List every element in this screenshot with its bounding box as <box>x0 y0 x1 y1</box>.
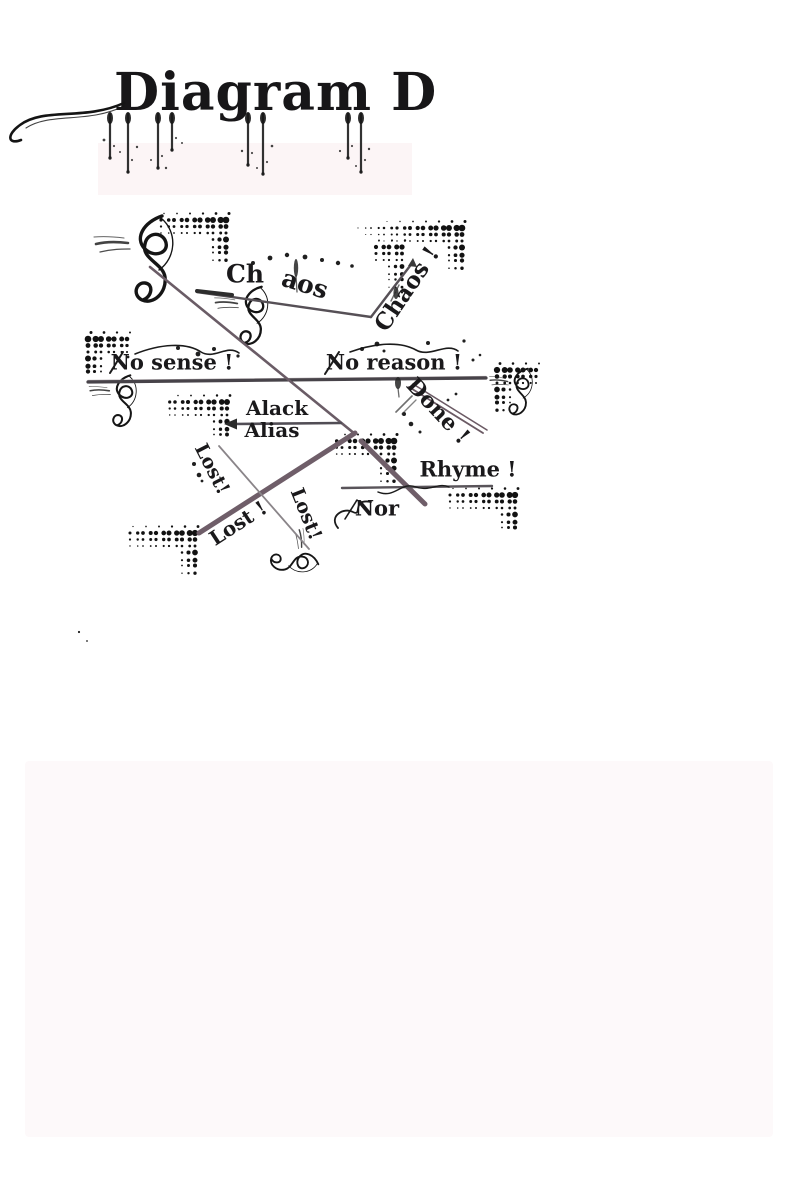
label-no-reason: No reason ! <box>325 349 463 375</box>
ink-blots <box>293 259 417 415</box>
label-alack: Alack <box>245 396 309 420</box>
arrowhead-icon <box>408 258 417 267</box>
arrowhead-icon <box>224 418 237 430</box>
halftone-corner-icon <box>159 212 231 262</box>
page-title: Diagram D <box>114 62 438 123</box>
flourish-swirl-icon <box>489 367 533 416</box>
label-ch: Ch <box>225 259 265 289</box>
diagram-lines <box>86 258 494 550</box>
halftone-corner-icon <box>448 487 520 530</box>
halftone-corner-icon <box>493 362 540 412</box>
label-alias: Alias <box>244 418 300 442</box>
halftone-corner-icon <box>128 525 200 575</box>
flourish-swirl-icon <box>214 285 269 345</box>
label-rhyme: Rhyme ! <box>419 456 517 482</box>
halftone-corner-icon <box>84 331 132 374</box>
halftone-corner-icon <box>357 220 467 270</box>
flourish-swirl-icon <box>88 374 137 428</box>
scatter-dots <box>77 252 482 642</box>
ink-drips <box>102 112 371 176</box>
label-nor: Nor <box>354 495 400 521</box>
flourish-swirl-icon <box>93 214 174 303</box>
title-flourish <box>9 101 126 143</box>
label-no-sense: No sense ! <box>110 349 234 375</box>
halftone-corner-icon <box>168 394 232 437</box>
decorative-curls <box>109 343 459 529</box>
